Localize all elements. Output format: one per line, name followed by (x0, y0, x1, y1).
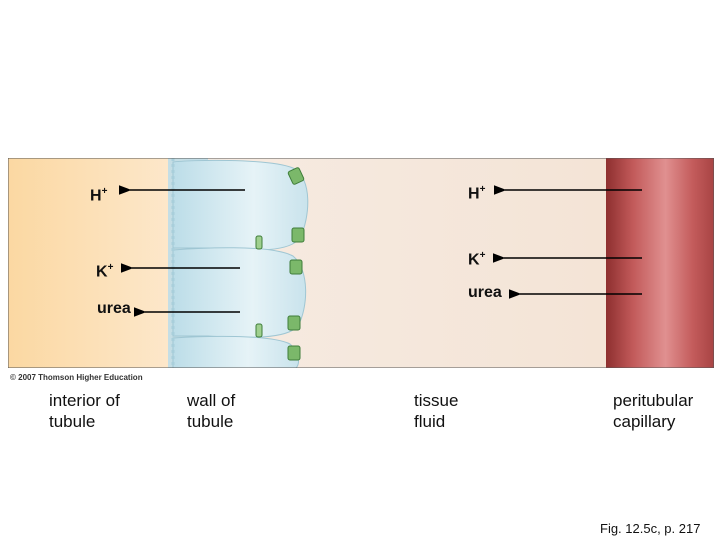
pump-icon (287, 315, 301, 331)
copyright-text: © 2007 Thomson Higher Education (10, 373, 143, 382)
tubule-cell-3 (172, 335, 299, 368)
pump-icon (289, 259, 303, 275)
transport-pumps (255, 167, 305, 361)
ion-label-k-right: K+ (468, 250, 486, 269)
ion-label-urea-left: urea (97, 300, 131, 317)
pump-icon (255, 235, 263, 250)
ion-label-h-left: H+ (90, 186, 108, 205)
ion-label-k-left: K+ (96, 262, 114, 281)
peritubular-capillary-area (606, 158, 714, 368)
pump-icon (287, 345, 301, 361)
secretion-arrows (118, 185, 642, 317)
figure-reference: Fig. 12.5c, p. 217 (600, 521, 701, 536)
tubule-wall (168, 158, 309, 368)
pump-icon (255, 323, 263, 338)
pump-icon (291, 227, 305, 243)
ion-label-h-right: H+ (468, 184, 486, 203)
pump-icon (287, 167, 305, 185)
diagram-panel (8, 158, 714, 368)
tubule-cell-1 (172, 159, 309, 251)
tubule-interior-area (8, 158, 188, 368)
tubule-cell-2 (172, 247, 307, 338)
ion-label-urea-right: urea (468, 284, 502, 301)
